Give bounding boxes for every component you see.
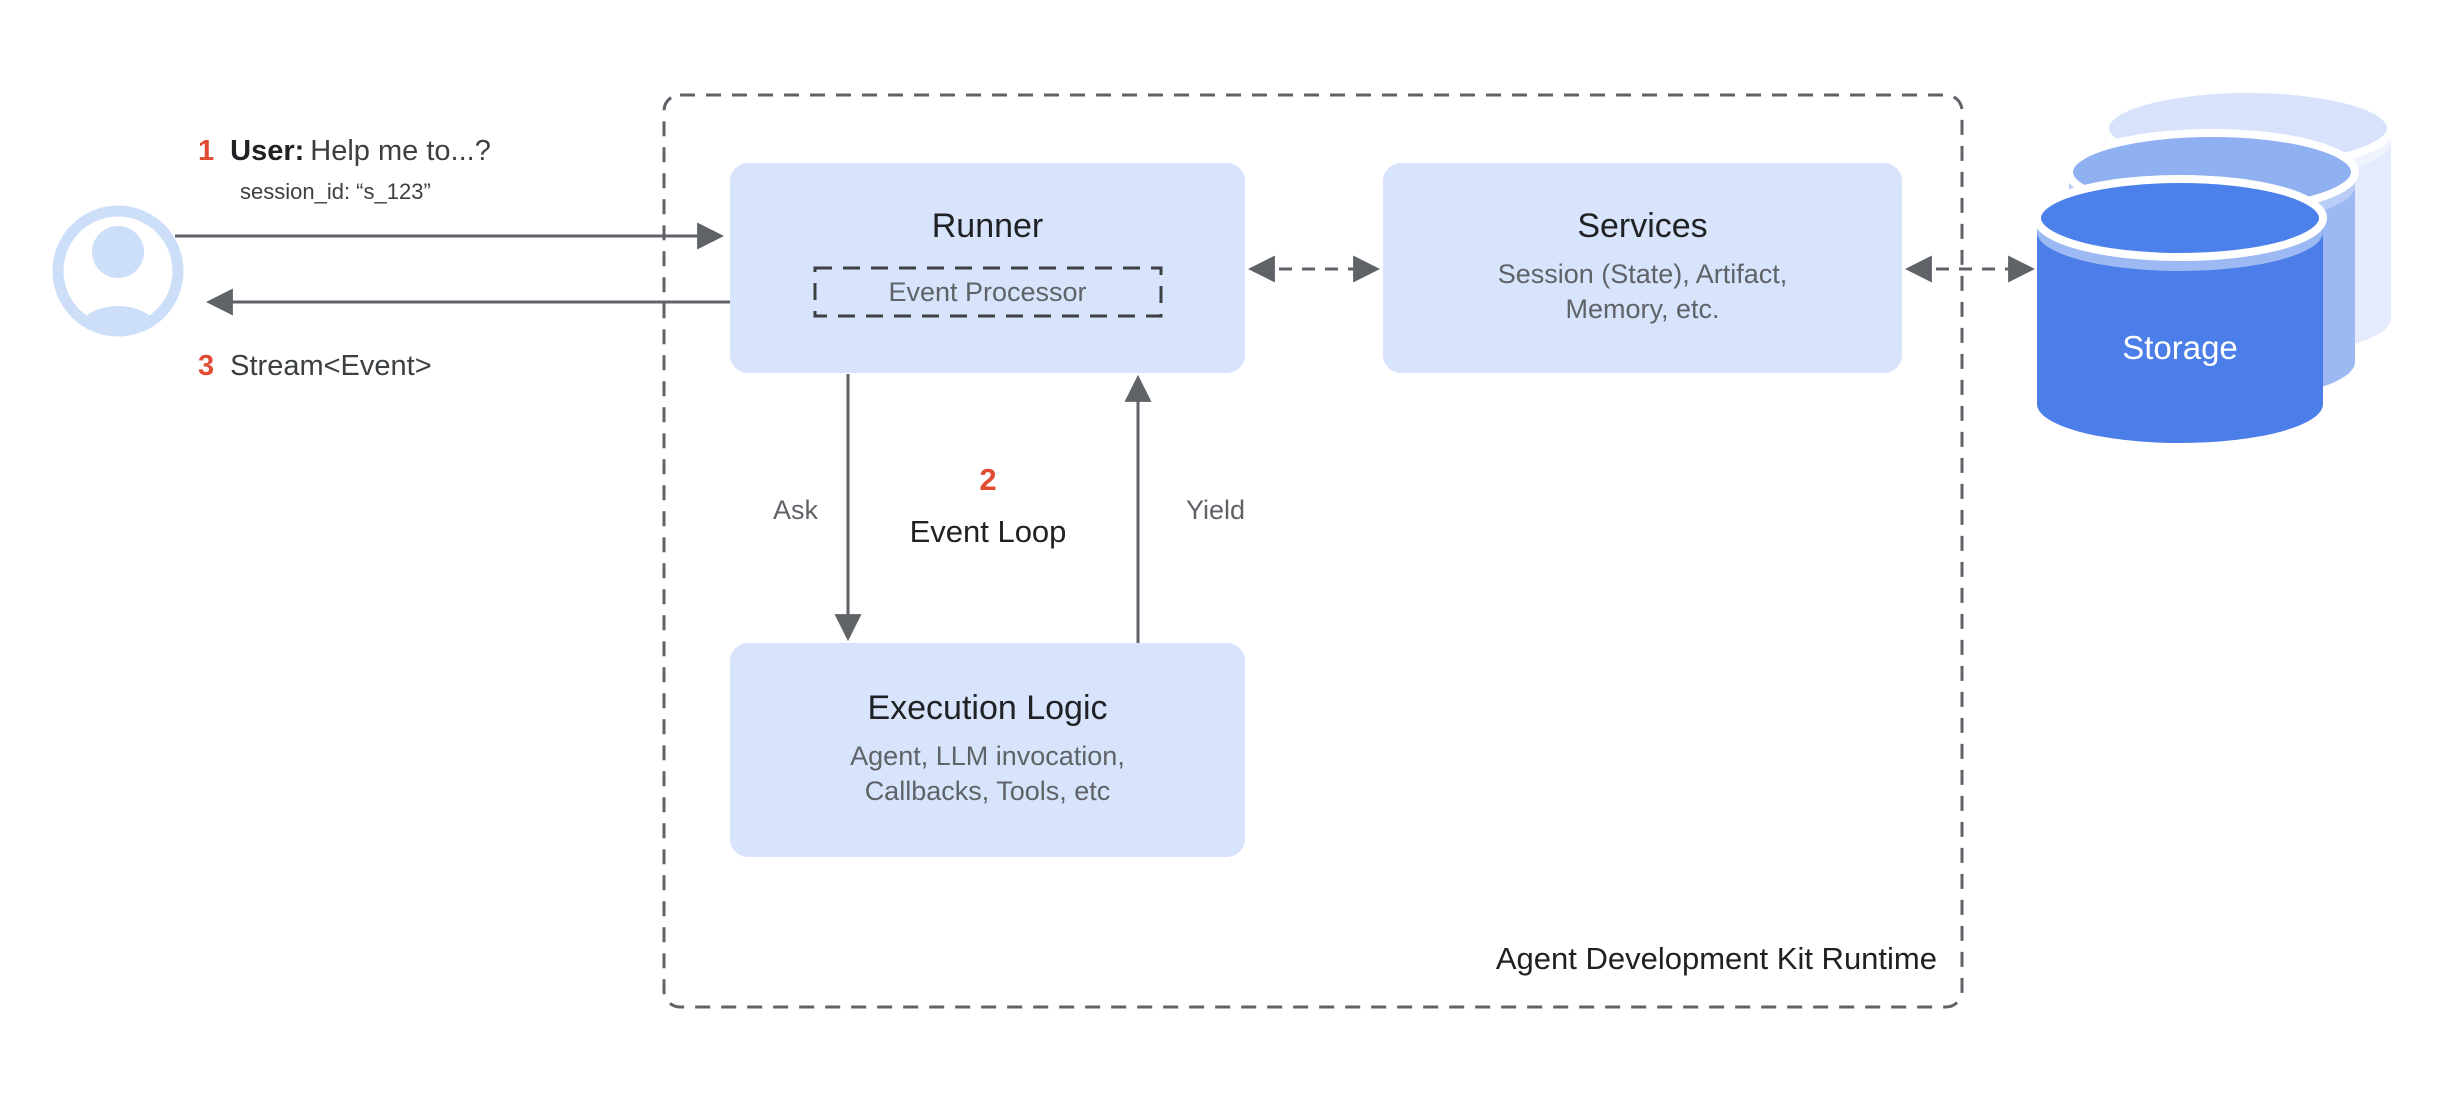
step1-number: 1: [198, 135, 215, 167]
step3-text: Stream<Event>: [230, 350, 432, 382]
execution-logic-title: Execution Logic: [867, 689, 1108, 727]
step1-text: Help me to...?: [310, 135, 491, 167]
event-processor-border: [813, 266, 1163, 318]
runtime-container-border: [662, 93, 1964, 1009]
runner-title: Runner: [931, 207, 1044, 245]
storage-title: Storage: [2122, 329, 2238, 366]
services-subtitle: Session (State), Artifact, Memory, etc.: [1497, 259, 1788, 324]
ask-label: Ask: [772, 495, 818, 525]
services-title: Services: [1577, 207, 1708, 245]
event-processor-label: Event Processor: [888, 277, 1087, 307]
runtime-container-label: Agent Development Kit Runtime: [1495, 941, 1937, 976]
step3-stream-event: 3 Stream<Event>: [198, 350, 432, 383]
event-loop-label: Event Loop: [909, 514, 1067, 549]
user-icon: [52, 205, 184, 337]
yield-label: Yield: [1186, 495, 1246, 525]
step3-number: 3: [198, 350, 215, 382]
step1-user-message: 1 User:Help me to...?: [198, 135, 491, 168]
step1-prefix: User:: [230, 135, 305, 167]
storage-database-icon: [2033, 85, 2395, 443]
step2-number: 2: [979, 462, 997, 497]
services-box: Services Session (State), Artifact, Memo…: [1383, 163, 1902, 373]
execution-logic-subtitle: Agent, LLM invocation, Callbacks, Tools,…: [850, 741, 1125, 806]
execution-logic-box: Execution Logic Agent, LLM invocation, C…: [730, 643, 1245, 857]
session-id-label: session_id: “s_123”: [240, 179, 431, 204]
